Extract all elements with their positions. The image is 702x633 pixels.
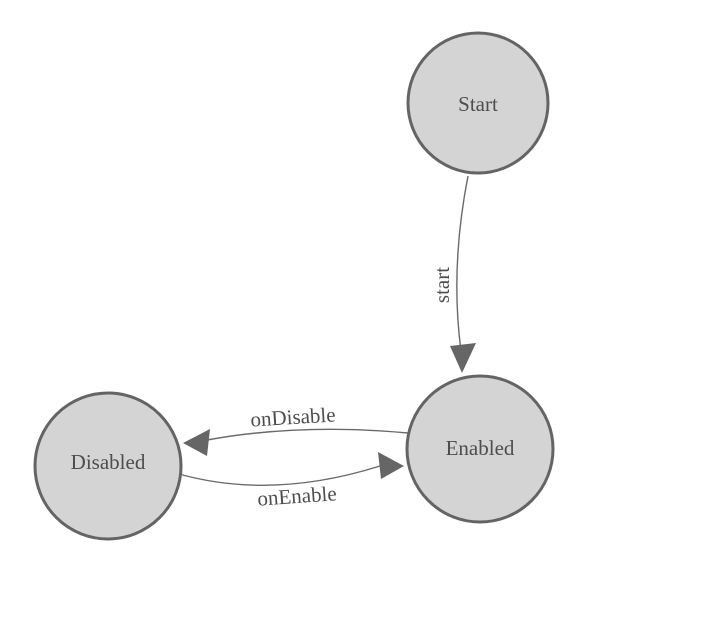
arrowhead-disabled-to-enabled-icon [378, 452, 404, 479]
node-disabled-circle[interactable] [33, 391, 183, 541]
node-disabled[interactable]: Disabled [33, 391, 183, 541]
node-enabled-circle[interactable] [405, 374, 555, 524]
edge-enabled-to-disabled: onDisable [183, 402, 409, 456]
arrowhead-enabled-to-disabled-icon [183, 429, 210, 456]
edge-label-onenable: onEnable [257, 481, 338, 510]
edge-label-start: start [430, 267, 454, 303]
edge-line-onenable [178, 465, 381, 486]
edge-disabled-to-enabled: onEnable [178, 452, 404, 511]
node-enabled-label: Enabled [446, 436, 515, 460]
node-start-circle[interactable] [406, 31, 550, 175]
edge-label-ondisable: onDisable [250, 402, 336, 431]
node-start-label: Start [458, 92, 498, 116]
arrowhead-start-to-enabled-icon [450, 343, 476, 373]
node-disabled-label: Disabled [71, 450, 146, 474]
node-start[interactable]: Start [406, 31, 550, 175]
node-enabled[interactable]: Enabled [405, 374, 555, 524]
edge-line-ondisable [206, 428, 409, 441]
edge-line-start [456, 175, 469, 352]
edge-start-to-enabled: start [430, 175, 476, 373]
